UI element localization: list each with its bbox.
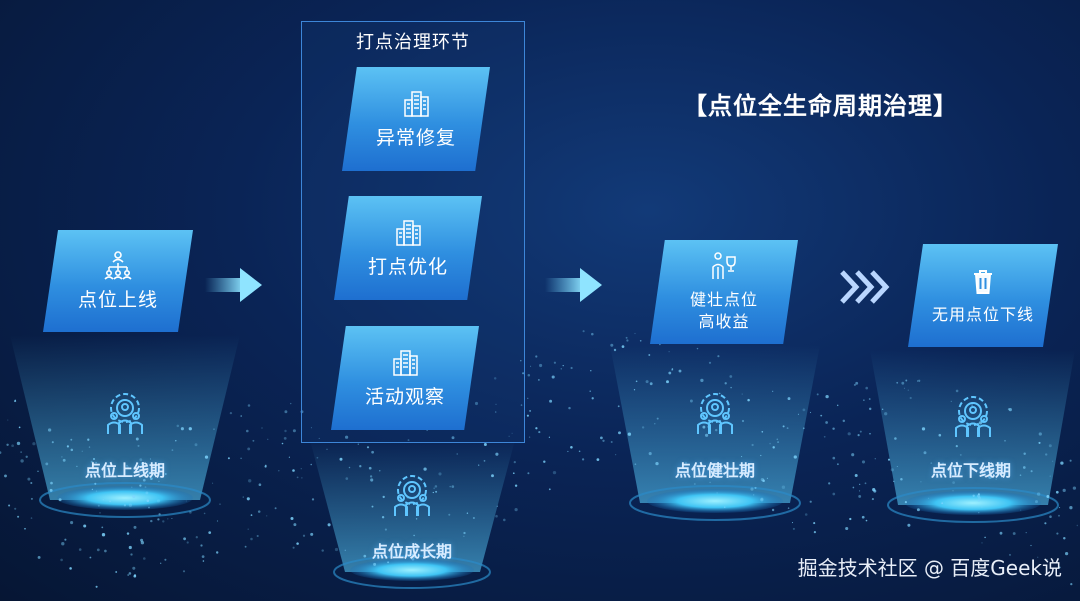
card-launch: 点位上线 <box>43 230 193 332</box>
card-observe: 活动观察 <box>331 326 479 430</box>
team-hierarchy-icon <box>104 251 132 280</box>
gear-people-icon <box>394 475 430 516</box>
buildings-icon <box>396 220 421 246</box>
card-optimize: 打点优化 <box>334 196 482 300</box>
card-repair-label: 异常修复 <box>375 127 456 149</box>
gear-people-icon <box>955 396 991 437</box>
trophy-person-icon <box>712 252 736 279</box>
card-repair: 异常修复 <box>342 67 490 171</box>
card-optimize-label: 打点优化 <box>367 256 448 278</box>
platform <box>350 559 474 581</box>
card-launch-label: 点位上线 <box>77 289 158 311</box>
arrow-governance-to-healthy <box>545 268 602 302</box>
light-beam <box>870 350 1075 505</box>
stage-launch-label: 点位上线期 <box>84 461 165 480</box>
platform <box>887 487 1059 523</box>
platform <box>39 482 211 518</box>
card-healthy: 健壮点位 高收益 <box>650 240 798 344</box>
card-healthy-line1: 健壮点位 <box>689 290 758 309</box>
platform <box>629 485 801 521</box>
platform <box>905 491 1041 515</box>
governance-group-title: 打点治理环节 <box>356 32 470 53</box>
card-offline: 无用点位下线 <box>908 244 1058 347</box>
arrow-launch-to-governance <box>205 268 262 302</box>
chevron-arrows-icon <box>840 270 890 304</box>
stage-offline-label: 点位下线期 <box>930 461 1011 480</box>
card-offline-label: 无用点位下线 <box>931 304 1034 324</box>
gear-people-icon <box>107 393 143 434</box>
platform <box>647 489 783 513</box>
stage-growth-label: 点位成长期 <box>371 542 452 561</box>
gear-people-icon <box>697 393 733 434</box>
stage-healthy-label: 点位健壮期 <box>674 461 755 480</box>
platform <box>57 486 193 510</box>
card-observe-label: 活动观察 <box>364 386 445 408</box>
buildings-icon <box>404 91 429 117</box>
buildings-icon <box>393 350 418 376</box>
card-healthy-line2: 高收益 <box>698 312 750 331</box>
watermark: 掘金技术社区 @ 百度Geek说 <box>797 556 1062 580</box>
diagram-title: 【点位全生命周期治理】 <box>683 92 958 120</box>
trash-icon <box>974 269 992 294</box>
